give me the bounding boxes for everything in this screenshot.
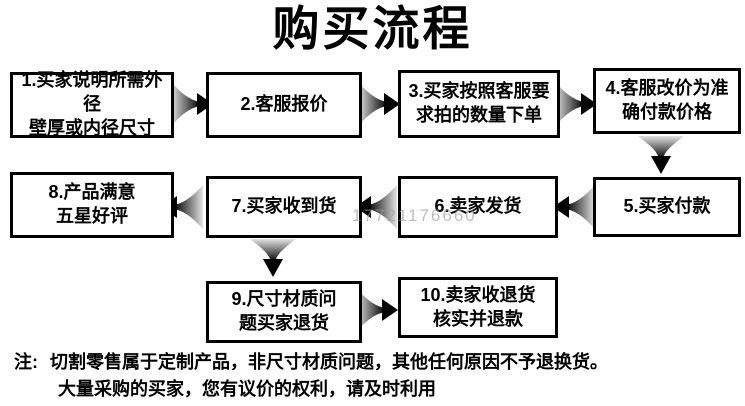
footnote-line-2: 大量采购的买家，您有议价的权利，请及时利用 <box>58 379 436 399</box>
arrow-down-icon <box>637 136 685 176</box>
page-title: 购买流程 <box>272 2 473 55</box>
flow-step-9: 9.尺寸材质问 题买家退货 <box>206 281 362 343</box>
footnote-line-1: 切割零售属于定制产品，非尺寸材质问题，其他任何原因不予退换货。 <box>50 352 608 372</box>
flow-step-6: 6.卖家发货 <box>398 176 558 238</box>
arrow-right-icon <box>356 287 398 333</box>
arrow-down-icon <box>249 239 297 279</box>
flow-step-2: 2.客服报价 <box>206 72 362 138</box>
flow-step-10: 10.卖家收退货 核实并退款 <box>398 277 558 338</box>
flow-step-3: 3.买家按照客服要 求拍的数量下单 <box>398 70 560 138</box>
footnote: 注: 切割零售属于定制产品，非尺寸材质问题，其他任何原因不予退换货。 大量采购的… <box>14 349 740 403</box>
flow-step-5: 5.买家付款 <box>593 177 741 237</box>
flow-step-8: 8.产品满意 五星好评 <box>10 172 174 238</box>
arrow-left-icon <box>355 184 397 230</box>
flow-step-1: 1.买家说明所需外径 壁厚或内径尺寸 <box>10 70 174 138</box>
footnote-prefix: 注: <box>14 352 38 372</box>
arrow-right-icon <box>555 81 597 127</box>
watermark: 17721176660 <box>352 206 477 225</box>
flow-step-7: 7.买家收到货 <box>206 176 362 238</box>
arrow-right-icon <box>171 81 213 127</box>
arrow-left-icon <box>553 184 595 230</box>
flow-step-4: 4.客服改价为准 确付款价格 <box>593 68 741 134</box>
arrow-right-icon <box>358 81 400 127</box>
